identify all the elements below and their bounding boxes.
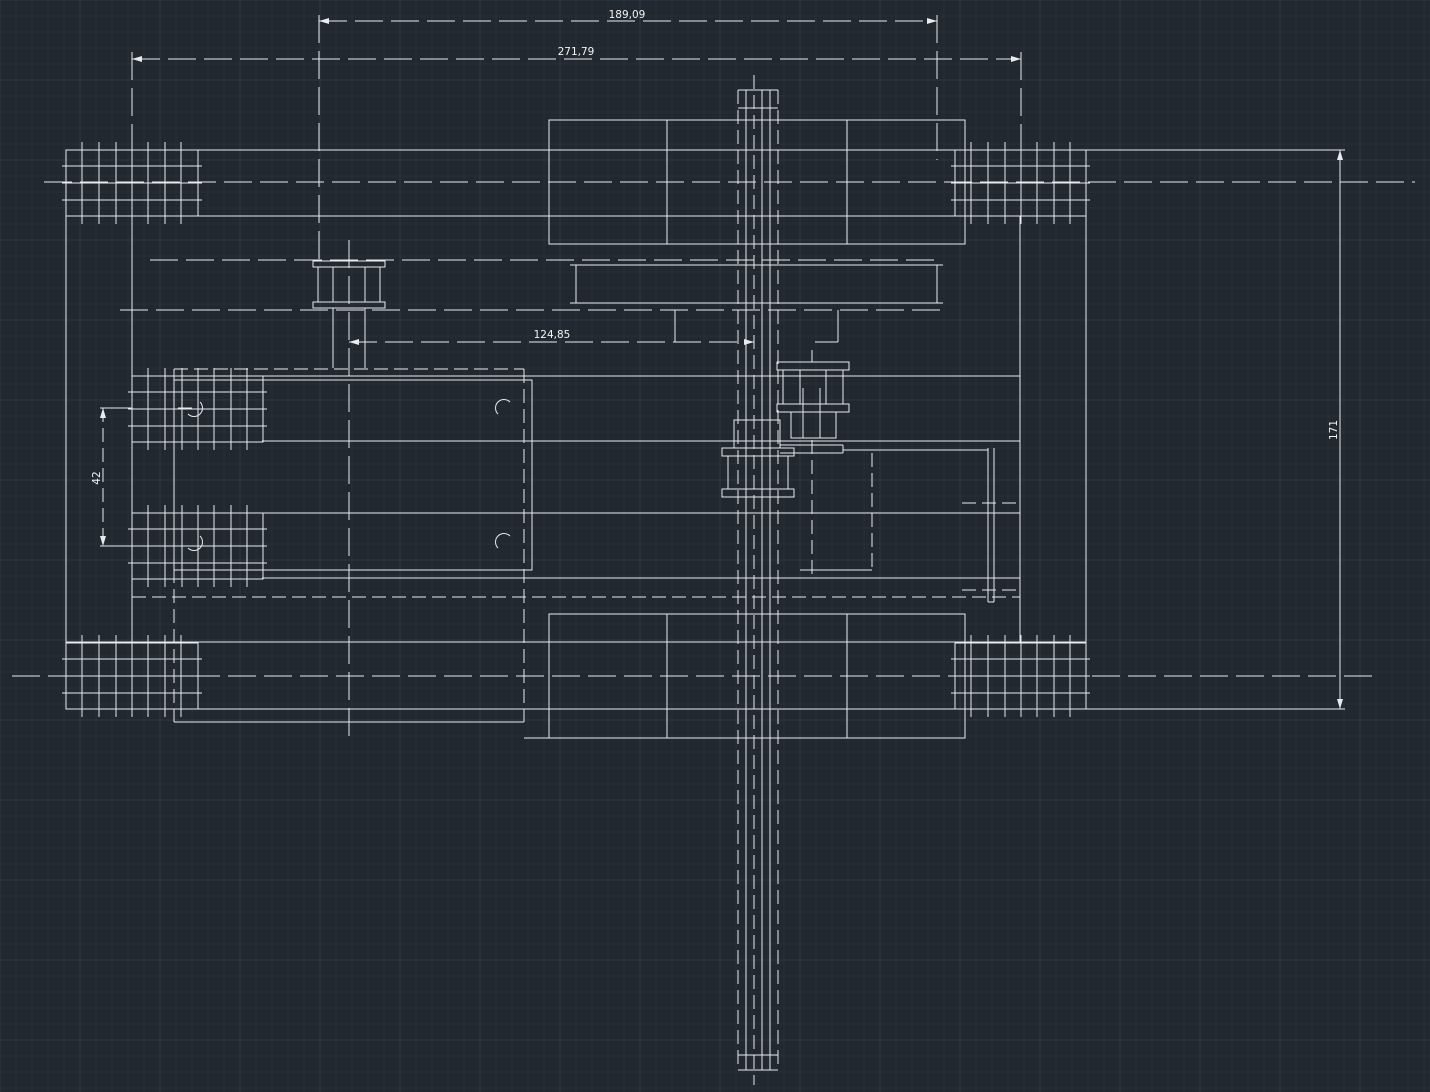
dimension-42-label: 42 <box>91 471 103 484</box>
machine-drawing: 189,09 271,79 124,85 171 42 <box>12 9 1415 1085</box>
drive-pulley-assembly <box>721 350 1016 603</box>
dimension-189[interactable]: 189,09 <box>319 9 937 24</box>
main-frame <box>65 149 1345 710</box>
dimension-271[interactable]: 271,79 <box>132 46 1021 62</box>
dimension-124-label: 124,85 <box>534 329 571 341</box>
carriage-plate <box>173 240 533 740</box>
corner-block-top-left <box>62 142 202 224</box>
dimension-171[interactable]: 171 <box>1328 150 1343 709</box>
dimension-189-label: 189,09 <box>609 9 646 21</box>
slider-block-upper <box>128 368 267 450</box>
dimension-124[interactable]: 124,85 <box>349 329 754 345</box>
left-slider-blocks <box>128 368 267 587</box>
corner-block-bottom-right <box>951 635 1090 717</box>
main-vertical-shaft <box>737 75 779 1085</box>
mounting-holes <box>178 399 511 551</box>
corner-block-bottom-left <box>62 635 202 717</box>
bottom-gear-housing <box>524 613 966 739</box>
corner-block-top-right <box>951 142 1090 224</box>
extension-lines <box>100 15 1022 547</box>
top-gear-housing <box>548 119 966 245</box>
dimension-171-label: 171 <box>1328 420 1340 440</box>
dimension-271-label: 271,79 <box>558 46 595 58</box>
mid-rails <box>132 375 1020 598</box>
slider-block-lower <box>128 505 267 587</box>
dimension-42[interactable]: 42 <box>91 408 106 546</box>
corner-bearing-blocks <box>62 142 1090 717</box>
